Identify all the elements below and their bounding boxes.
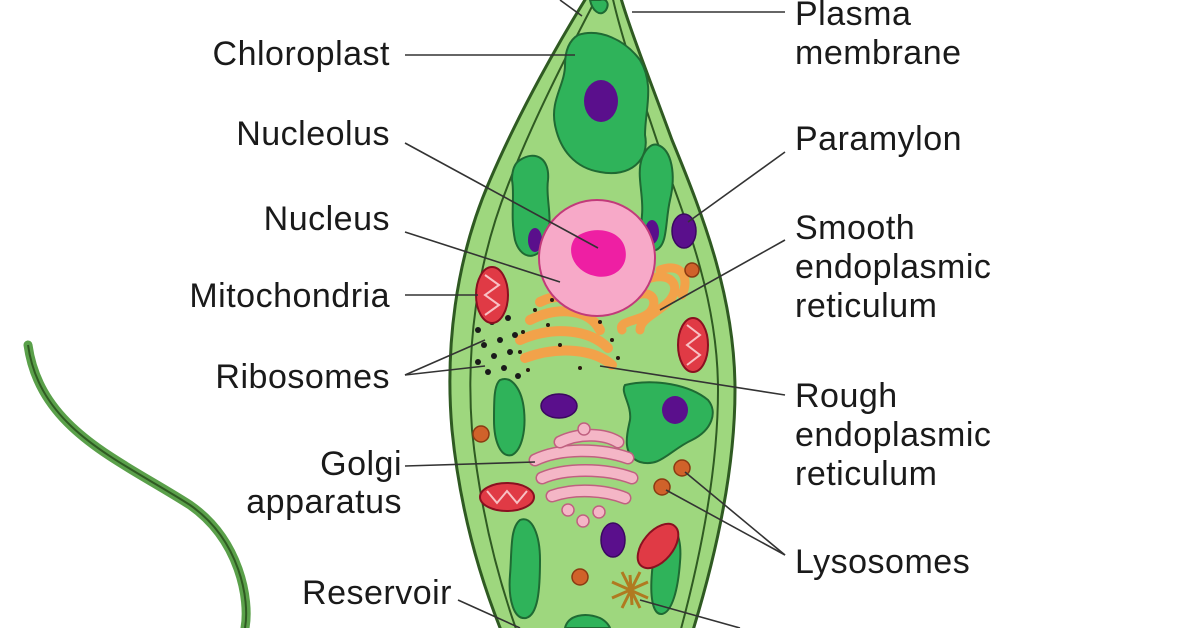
label-golgi-line1: Golgi	[320, 445, 402, 483]
label-rer-line3: reticulum	[795, 455, 937, 493]
label-plasma-line1: Plasma	[795, 0, 911, 33]
smooth-er	[617, 263, 690, 335]
label-nucleus: Nucleus	[264, 200, 390, 238]
label-ser-line3: reticulum	[795, 287, 937, 325]
label-mitochondria: Mitochondria	[189, 277, 390, 315]
chloroplast	[622, 381, 714, 465]
label-ribosomes: Ribosomes	[215, 358, 390, 396]
label-golgi-line2: apparatus	[246, 483, 402, 521]
label-paramylon: Paramylon	[795, 120, 962, 158]
label-rer-line1: Rough	[795, 377, 898, 415]
label-rer-line2: endoplasmic	[795, 416, 991, 454]
label-plasma-line2: membrane	[795, 34, 962, 72]
golgi-apparatus	[528, 428, 639, 505]
label-reservoir: Reservoir	[302, 574, 452, 612]
paramylon	[671, 213, 697, 249]
pyrenoid	[584, 80, 618, 122]
chloroplast	[508, 518, 542, 620]
paramylon	[540, 393, 578, 419]
reservoir	[563, 614, 612, 628]
flagellum	[23, 340, 251, 628]
label-ser-line1: Smooth	[795, 209, 915, 247]
label-nucleolus: Nucleolus	[236, 115, 390, 153]
label-chloroplast: Chloroplast	[213, 35, 391, 73]
nucleolus	[571, 230, 626, 277]
label-lysosomes: Lysosomes	[795, 543, 970, 581]
chloroplast	[510, 154, 551, 257]
pellicle-inner-line	[469, 0, 597, 628]
chloroplast	[492, 378, 526, 457]
leader-lines	[404, 0, 786, 628]
rough-er	[515, 292, 620, 372]
contractile-vacuole	[611, 571, 649, 609]
label-ser-line2: endoplasmic	[795, 248, 991, 286]
paramylon	[600, 522, 626, 558]
eyespot	[588, 0, 609, 15]
mitochondria	[475, 266, 709, 570]
